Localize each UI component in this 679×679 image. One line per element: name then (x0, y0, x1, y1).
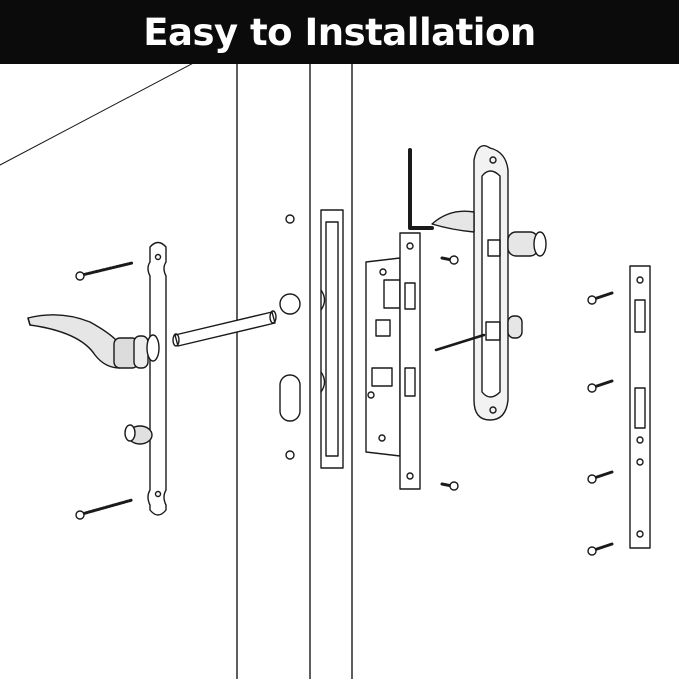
exploded-lock-illustration (0, 64, 651, 679)
lever-handle-left (27, 314, 160, 369)
mortise-lock-body (365, 257, 401, 457)
spindle (172, 310, 277, 347)
screws-right (587, 291, 614, 556)
faceplate (399, 232, 421, 490)
door-outline (0, 64, 353, 679)
backplate-left (147, 241, 167, 516)
strike-plate (629, 265, 651, 549)
banner-title: Easy to Installation (143, 10, 536, 54)
backplate-right (473, 145, 509, 421)
screws-left (75, 261, 134, 520)
door-holes (279, 214, 301, 460)
title-banner: Easy to Installation (0, 0, 679, 64)
allen-key (408, 148, 434, 230)
screws-middle (440, 255, 459, 491)
door-edge-pocket (320, 209, 344, 469)
lever-handle-right (431, 210, 547, 352)
thumb-turn-left (124, 424, 153, 445)
